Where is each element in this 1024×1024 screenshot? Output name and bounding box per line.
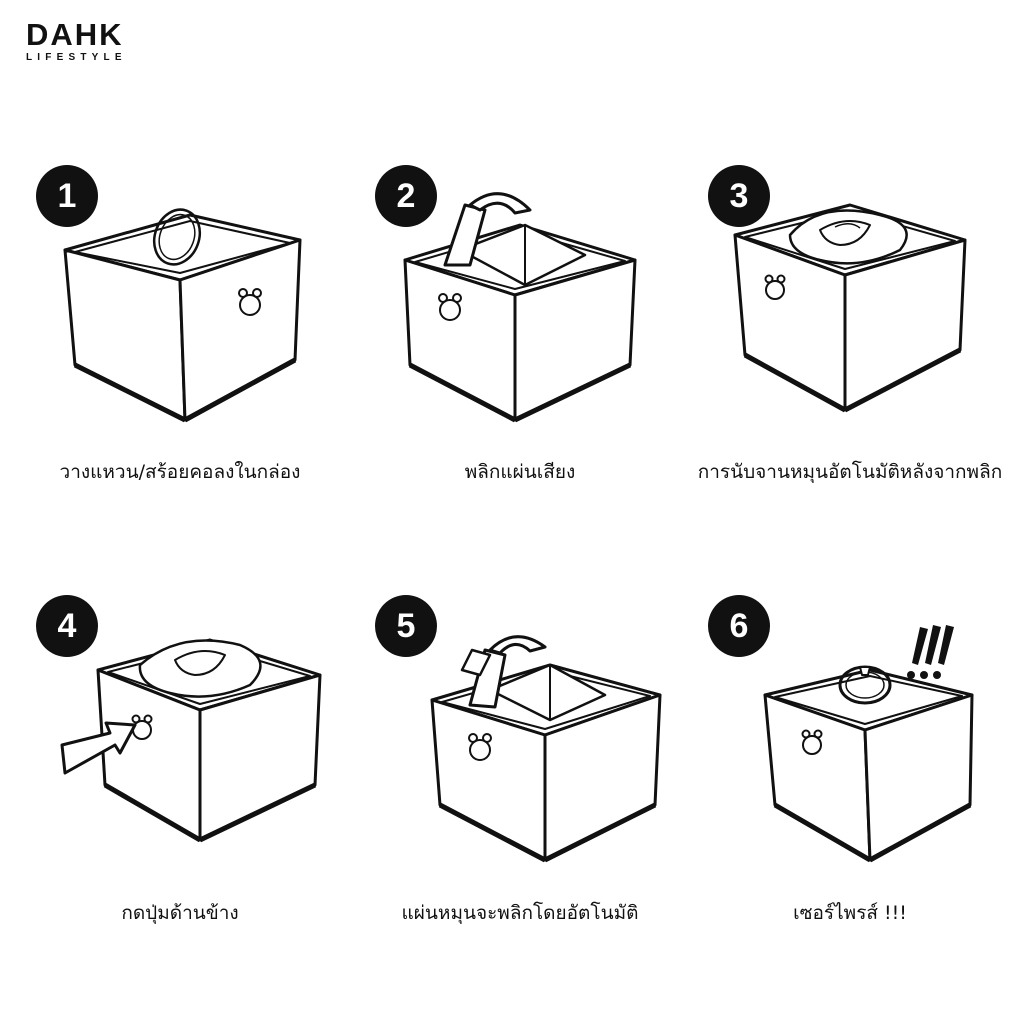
step-2: 2 พลิกแผ่นเสียง bbox=[350, 165, 690, 525]
step-number-badge: 5 bbox=[375, 595, 437, 657]
step-5: 5 แผ่นหมุนจะพลิกโดยอัตโนมัติ bbox=[350, 595, 690, 955]
brand-logo: DAHK LIFESTYLE bbox=[26, 18, 127, 64]
exclamation-marks-icon bbox=[907, 625, 954, 679]
step-caption: การนับจานหมุนอัตโนมัติหลังจากพลิก bbox=[697, 461, 1003, 483]
step-caption: แผ่นหมุนจะพลิกโดยอัตโนมัติ bbox=[401, 902, 639, 924]
step-number-badge: 1 bbox=[36, 165, 98, 227]
step-caption: กดปุ่มด้านข้าง bbox=[121, 902, 239, 924]
step-6: 6 เซอร์ไพรส์ !!! bbox=[680, 595, 1020, 955]
step-number-badge: 3 bbox=[708, 165, 770, 227]
step-1: 1 วางแหวน/สร้อยคอลงในกล่อง bbox=[10, 165, 350, 525]
box-rose-illustration bbox=[733, 203, 967, 413]
box-flip-disc-illustration bbox=[403, 192, 637, 423]
step-number-badge: 4 bbox=[36, 595, 98, 657]
step-4: 4 กดปุ่มด้านข้าง bbox=[10, 595, 350, 955]
box-ring-illustration bbox=[63, 208, 302, 423]
box-press-button-illustration bbox=[60, 638, 322, 843]
brand-tagline: LIFESTYLE bbox=[26, 52, 127, 63]
box-auto-flip-illustration bbox=[430, 635, 662, 863]
brand-name: DAHK bbox=[26, 17, 124, 52]
step-caption: เซอร์ไพรส์ !!! bbox=[793, 902, 907, 924]
step-number-badge: 6 bbox=[708, 595, 770, 657]
step-3: 3 การนับจานหมุนอัตโนมัติหลังจากพลิก bbox=[680, 165, 1020, 525]
step-caption: พลิกแผ่นเสียง bbox=[464, 461, 576, 483]
step-caption: วางแหวน/สร้อยคอลงในกล่อง bbox=[59, 461, 301, 483]
step-number-badge: 2 bbox=[375, 165, 437, 227]
box-surprise-illustration bbox=[763, 625, 974, 863]
